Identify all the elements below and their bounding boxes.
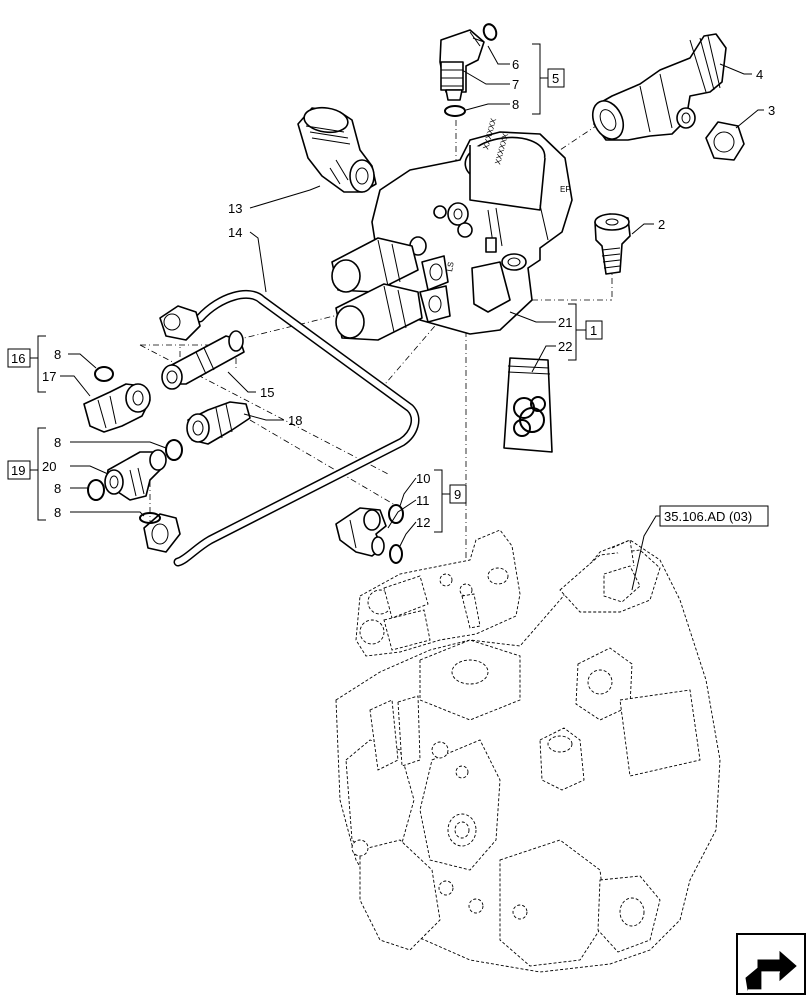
callout-8-group19-c: 8 [54, 505, 61, 520]
callout-9: 9 [454, 487, 461, 502]
reference-box[interactable] [659, 505, 769, 527]
callout-7: 7 [512, 77, 519, 92]
solenoid-cartridge-lower [335, 283, 423, 341]
callout-17: 17 [42, 369, 56, 384]
callout-box-19 [7, 460, 31, 480]
callout-8-group19-a: 8 [54, 435, 61, 450]
callout-10: 10 [416, 471, 430, 486]
o-ring-8-group19-a [165, 439, 183, 461]
callout-11: 11 [416, 493, 430, 508]
callout-16: 16 [11, 351, 25, 366]
group-brackets [30, 43, 586, 533]
valve-marking-ls: LS [445, 261, 456, 272]
callout-2: 2 [658, 217, 665, 232]
hydraulic-pump-ghost [335, 539, 721, 973]
o-ring-8-top [444, 105, 466, 117]
o-ring-8-group19-c [139, 512, 161, 524]
solenoid-cartridge-upper [331, 237, 419, 293]
callout-15: 15 [260, 385, 274, 400]
callout-19: 19 [11, 463, 25, 478]
elbow-fitting-13 [297, 106, 377, 193]
cap-screw-2 [594, 213, 631, 275]
callout-box-16 [7, 348, 31, 368]
callout-8-group19-b: 8 [54, 481, 61, 496]
leader-lines [60, 45, 764, 591]
callout-box-5 [547, 68, 565, 88]
cap-nut-3 [705, 121, 745, 161]
callout-labels: 6 7 8 5 4 3 2 21 22 1 13 14 16 8 17 15 1… [7, 57, 775, 530]
reference-link[interactable]: 35.106.AD (03) [664, 509, 752, 524]
o-ring-6 [482, 23, 498, 41]
callout-8-group16: 8 [54, 347, 61, 362]
callout-8-top: 8 [512, 97, 519, 112]
callout-box-9 [449, 484, 467, 504]
callout-12: 12 [416, 515, 430, 530]
o-ring-10 [388, 504, 404, 524]
straight-connector-18 [186, 401, 251, 445]
elbow-fitting-11 [335, 507, 387, 557]
callout-14: 14 [228, 225, 242, 240]
callout-18: 18 [288, 413, 302, 428]
seal-kit-bag-22 [503, 357, 553, 453]
straight-connector-15 [161, 330, 245, 390]
hydraulic-tube-14 [143, 289, 420, 567]
o-ring-8-group16 [94, 366, 114, 382]
o-ring-12 [389, 544, 403, 564]
pump-control-valve [355, 529, 521, 657]
next-arrow-icon[interactable] [736, 933, 806, 995]
callout-3: 3 [768, 103, 775, 118]
callout-22: 22 [558, 339, 572, 354]
callout-5: 5 [552, 71, 559, 86]
elbow-fitting-7 [439, 29, 485, 101]
callout-20: 20 [42, 459, 56, 474]
callout-4: 4 [756, 67, 763, 82]
valve-block-21: XXXXXX XXXXXX LS EF [371, 117, 573, 335]
callout-box-1 [585, 320, 603, 340]
callout-21: 21 [558, 315, 572, 330]
valve-marking-ef: EF [560, 185, 570, 194]
o-ring-8-group19-b [87, 479, 105, 501]
tee-adapter-4 [591, 33, 727, 141]
callout-6: 6 [512, 57, 519, 72]
callout-13: 13 [228, 201, 242, 216]
elbow-fitting-17 [83, 383, 151, 433]
callout-1: 1 [590, 323, 597, 338]
tee-fitting-20 [104, 449, 167, 501]
